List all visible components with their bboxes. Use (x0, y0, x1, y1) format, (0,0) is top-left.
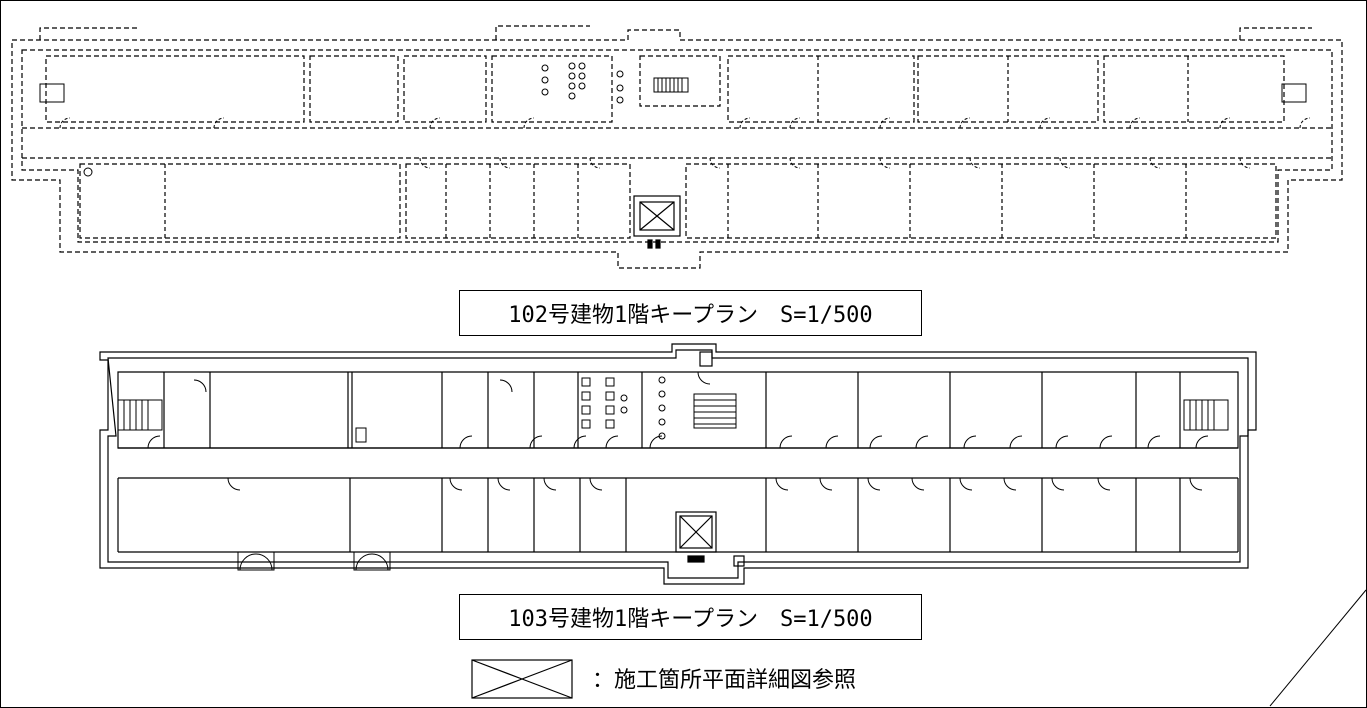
plan-102-door-swings (59, 117, 1311, 169)
plan-102-caption: 102号建物1階キープラン S=1/500 (459, 290, 922, 336)
plan-102-stairs (39, 77, 1307, 103)
plan-102-partitions (164, 56, 1189, 238)
legend-symbol (471, 659, 573, 699)
plan-103-toilet-fixtures (355, 376, 666, 443)
plan-102-toilet-fixtures (83, 62, 624, 177)
plan-102-floorplan (11, 25, 1343, 269)
plan-103-partitions (163, 372, 1181, 552)
plan-102-elevator-target (633, 195, 681, 249)
plan-103-elevator-target (675, 351, 745, 567)
plan-103-entrance-doors (237, 551, 391, 571)
legend-label: ：施工箇所平面詳細図参照 (592, 668, 857, 693)
plan-103-door-swings (147, 371, 1209, 491)
plan-103-floorplan (99, 343, 1257, 585)
plan-103-stairs (117, 393, 1229, 431)
plan-103-caption: 103号建物1階キープラン S=1/500 (459, 594, 922, 640)
